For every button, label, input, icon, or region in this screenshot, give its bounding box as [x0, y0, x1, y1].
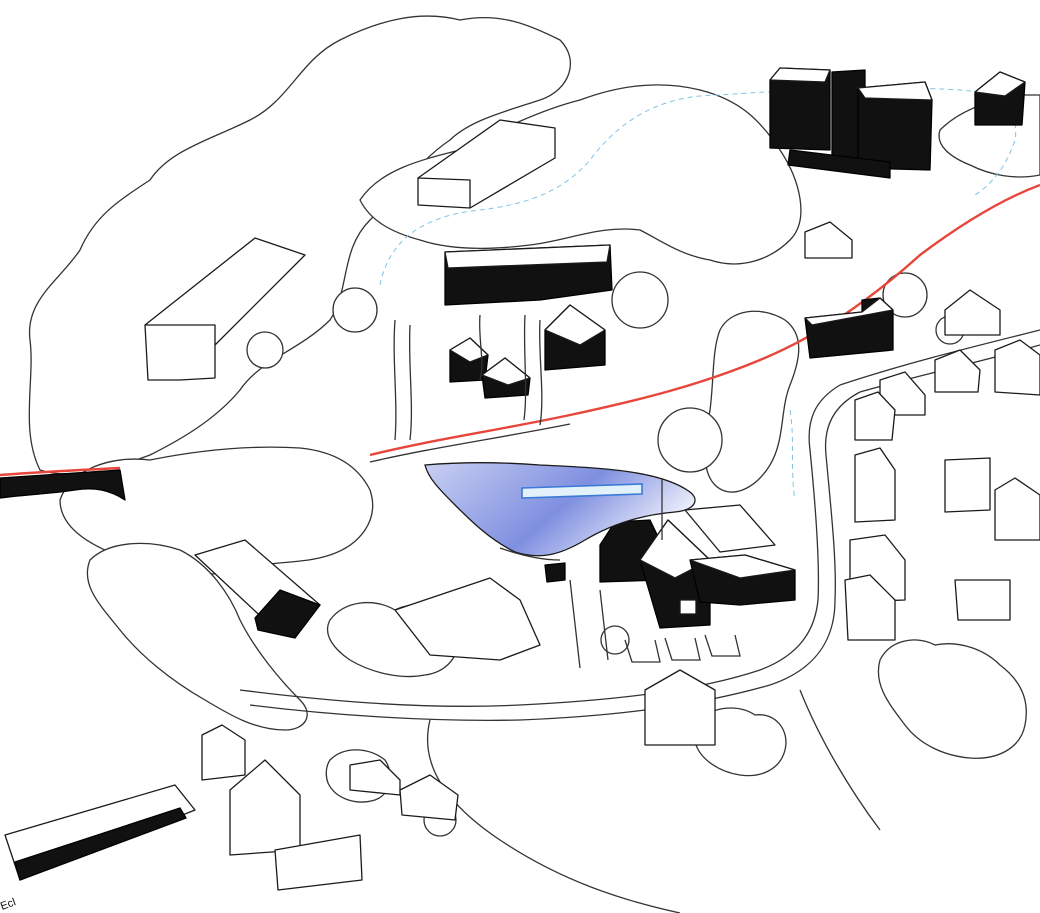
building-village-northeast-1	[944, 289, 1001, 336]
building-village-north-1	[804, 221, 853, 259]
tree-single	[882, 272, 928, 318]
building-small-lower-2	[399, 774, 459, 821]
tree-canopy-east-row	[704, 310, 800, 493]
building-main-complex-window	[679, 599, 697, 615]
corner-text: Ecl	[0, 896, 17, 913]
building-highrise-3-top	[857, 81, 933, 101]
hedgerow	[393, 319, 397, 441]
tree-canopy-southeast	[877, 639, 1027, 759]
outline-buildings	[4, 119, 1040, 891]
building-long-bar-stripe	[14, 807, 187, 881]
building-village-east-1	[854, 447, 896, 523]
hedgerow	[523, 314, 527, 421]
building-village-northeast-3	[934, 349, 981, 393]
building-village-mid-2	[854, 391, 896, 441]
building-house-pair-3-roof	[481, 357, 531, 386]
hedgerow	[408, 324, 413, 441]
tree-single	[246, 331, 284, 369]
road-branch-east	[839, 329, 1040, 386]
building-terrace-row-roof	[444, 244, 611, 269]
building-house-pair-2-roof	[449, 337, 489, 363]
building-village-northeast-2	[994, 339, 1040, 396]
road-east-descending	[799, 689, 881, 831]
building-village-east-2	[944, 457, 991, 513]
tree-single	[657, 407, 723, 473]
parking-bays	[569, 579, 741, 669]
water-feature	[521, 483, 643, 499]
building-tower-lower-left	[201, 724, 246, 781]
building-shed-southwest-gable	[254, 589, 321, 639]
building-main-complex-east-roof	[689, 554, 796, 579]
building-gabled-south	[644, 669, 716, 746]
building-village-east-5	[994, 477, 1040, 541]
building-house-pair-1-roof	[544, 304, 606, 346]
building-tower-northeast-top	[974, 71, 1026, 97]
building-small-lower	[349, 759, 401, 796]
tree-canopy-southwest	[86, 542, 308, 731]
building-highrise-base	[787, 149, 891, 179]
site-boundary-dashed	[379, 87, 1017, 286]
building-annex-lower-left	[274, 834, 363, 891]
building-village-east-4	[844, 574, 896, 641]
building-long-block-west	[144, 237, 306, 381]
tree-single	[600, 625, 630, 655]
footpath	[569, 579, 581, 669]
tree-canopy-north	[359, 84, 802, 265]
parking-bay	[624, 639, 661, 663]
building-kiosk	[544, 562, 566, 583]
building-station-block-roof	[804, 297, 894, 326]
railway-line	[369, 183, 1040, 457]
building-gabled-lower-left	[229, 759, 301, 856]
footpath	[599, 589, 609, 661]
railway-line-west	[0, 466, 121, 477]
roof-ramp	[499, 547, 561, 561]
building-highrise-1-top	[769, 67, 831, 83]
road-curve-south-inner	[249, 391, 861, 721]
bridge-black	[0, 469, 126, 501]
parking-bay	[704, 634, 741, 657]
tree-single	[611, 271, 669, 329]
building-main-complex-courtyard	[684, 504, 776, 553]
building-north-block	[417, 119, 556, 209]
hedgerows	[393, 314, 543, 441]
tree-single	[332, 287, 378, 333]
hedgerow	[539, 319, 543, 426]
proposed-buildings	[14, 67, 1026, 881]
road-curve-south	[239, 384, 841, 707]
building-village-east-6	[954, 579, 1011, 621]
road-branch-down	[426, 719, 681, 913]
parking-bay	[664, 637, 701, 661]
site-boundary-dashed-south	[789, 409, 796, 501]
hedgerow	[478, 314, 483, 381]
building-hall-south	[394, 577, 541, 661]
railway-embankment	[369, 423, 571, 463]
